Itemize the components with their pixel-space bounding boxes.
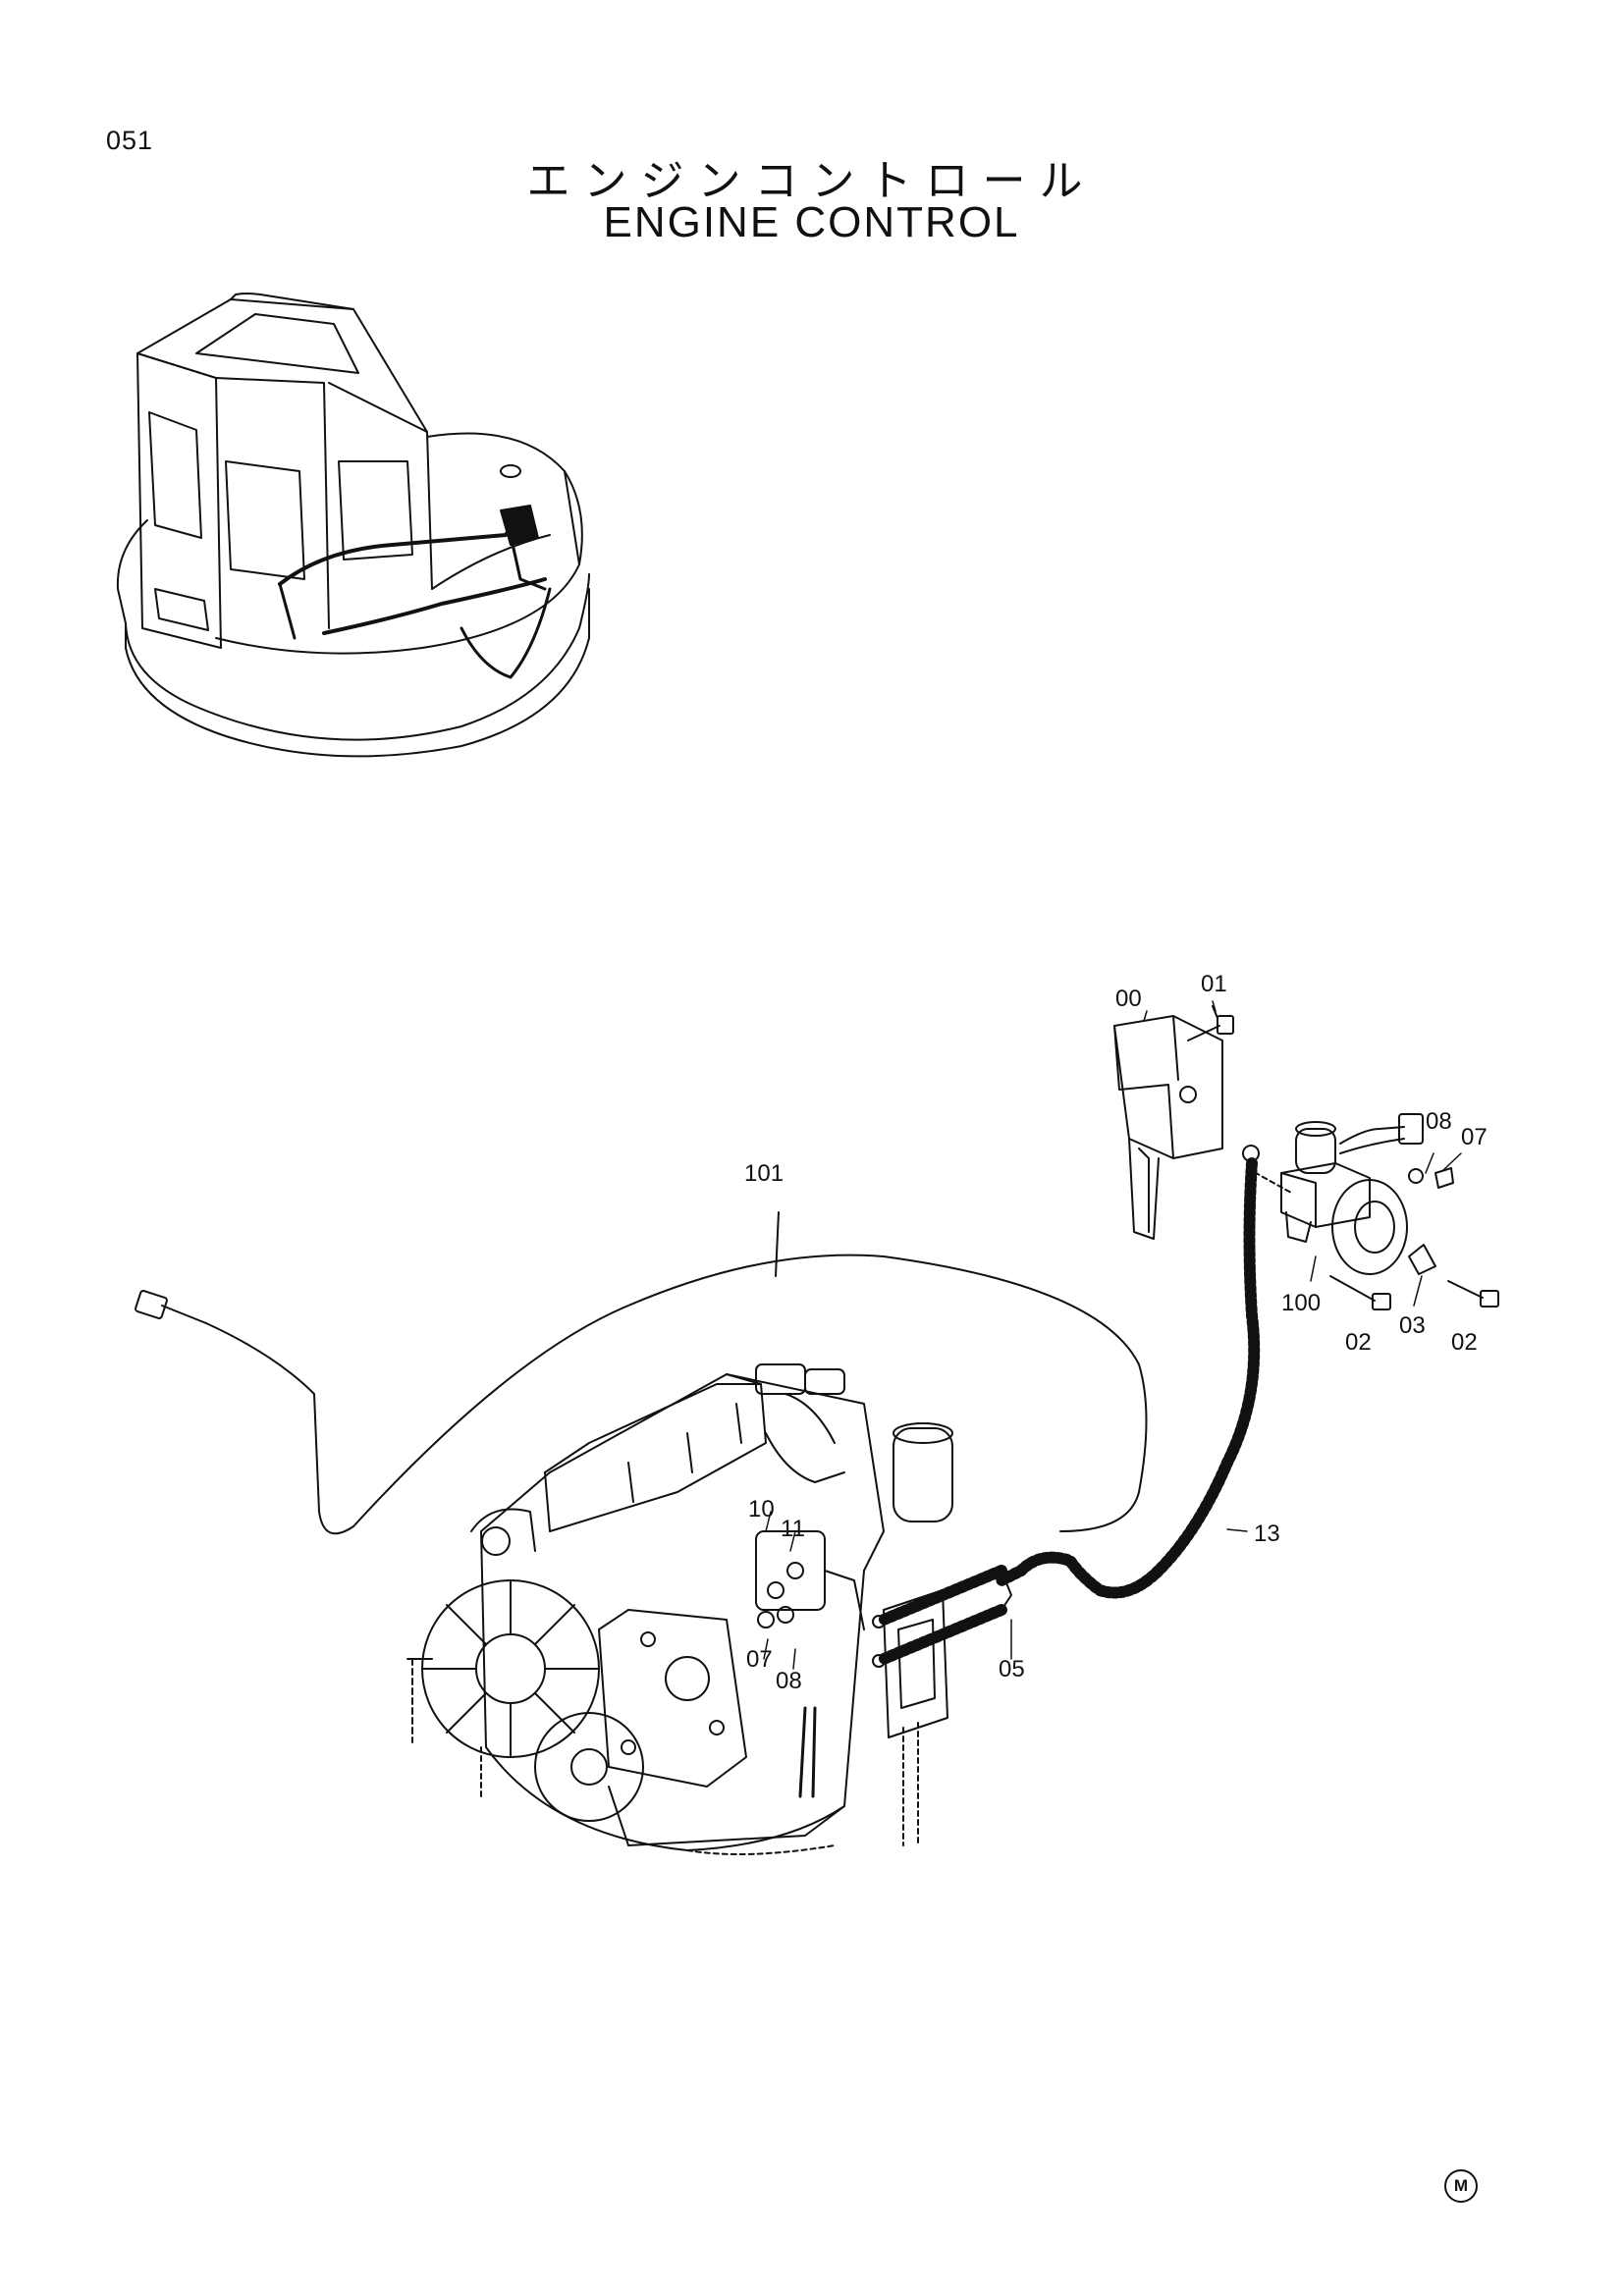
callout-00: 00	[1115, 986, 1142, 1012]
page-title: ENGINE CONTROL	[603, 198, 1020, 246]
excavator-upper-structure-icon	[116, 293, 590, 758]
cable-101	[135, 1211, 1148, 1535]
governor-motor-icon	[1242, 1113, 1499, 1310]
callout-05: 05	[999, 1656, 1025, 1682]
cable-05	[872, 1565, 1012, 1668]
callout-08-washer: 08	[1426, 1108, 1452, 1135]
callout-11: 11	[781, 1516, 805, 1542]
engine-assembly-icon	[406, 1363, 953, 1855]
page-number: 051	[106, 126, 154, 155]
callout-101: 101	[744, 1160, 784, 1187]
callout-02-right: 02	[1451, 1329, 1478, 1356]
bracket-00	[1113, 1005, 1234, 1240]
callout-03: 03	[1399, 1312, 1426, 1339]
callout-100: 100	[1281, 1290, 1321, 1316]
callout-02-left: 02	[1345, 1329, 1372, 1356]
callout-10: 10	[748, 1496, 775, 1522]
leader-lines	[763, 1000, 1462, 1670]
callout-13: 13	[1254, 1521, 1280, 1547]
callout-08: 08	[776, 1668, 802, 1694]
callout-07: 07	[746, 1646, 773, 1673]
corner-mark: M	[1444, 2169, 1478, 2203]
cable-13	[996, 1157, 1261, 1599]
callout-07-nut: 07	[1461, 1124, 1488, 1150]
page-title-japanese: エンジンコントロール	[526, 156, 1097, 206]
callout-01: 01	[1201, 971, 1227, 997]
